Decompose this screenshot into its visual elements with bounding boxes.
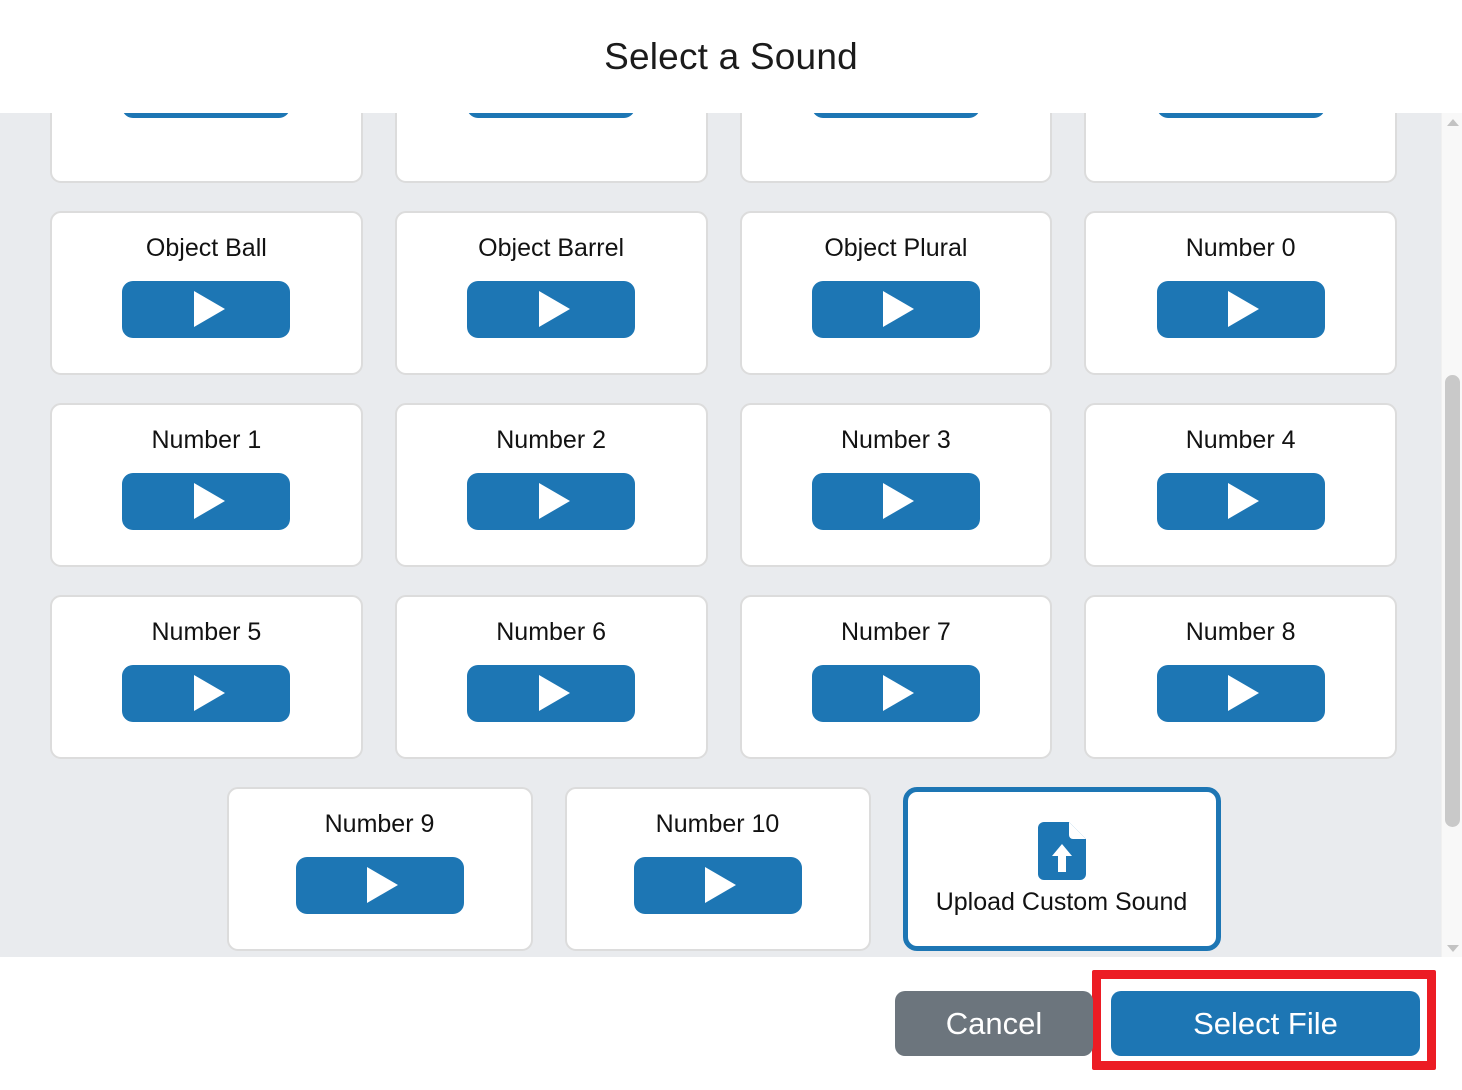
sound-card-label: Number 8	[1185, 618, 1296, 646]
play-icon	[538, 675, 570, 711]
play-button[interactable]	[467, 472, 636, 530]
play-icon	[193, 483, 225, 519]
dialog-footer: Cancel Select File	[0, 957, 1462, 1090]
sound-card[interactable]	[50, 113, 363, 183]
caret-up-icon	[1446, 118, 1459, 126]
sound-card-number-9[interactable]: Number 9	[226, 787, 533, 951]
scrollbar-thumb[interactable]	[1445, 375, 1460, 827]
sound-card-object-barrel[interactable]: Object Barrel	[394, 211, 708, 375]
upload-custom-sound-label: Upload Custom Sound	[935, 887, 1188, 916]
sound-card-label: Number 9	[324, 810, 435, 838]
sound-card[interactable]	[1084, 113, 1397, 183]
sound-row-last: Number 9 Number 10 Upload Custom S	[50, 787, 1397, 951]
scroll-up-button[interactable]	[1442, 113, 1462, 131]
play-button[interactable]	[1156, 113, 1325, 118]
sound-card-number-6[interactable]: Number 6	[394, 595, 708, 759]
play-icon	[538, 291, 570, 327]
play-button[interactable]	[811, 113, 980, 118]
sound-card-object-ball[interactable]: Object Ball	[50, 211, 363, 375]
play-icon	[193, 675, 225, 711]
sound-card-number-7[interactable]: Number 7	[739, 595, 1053, 759]
sound-card-label: Object Plural	[824, 234, 968, 262]
sound-card-label: Number 3	[840, 426, 951, 454]
sound-row: Number 1 Number 2 Number 3 Number 4	[50, 403, 1397, 567]
play-icon	[367, 867, 398, 903]
play-icon	[705, 867, 736, 903]
sound-card-label: Number 10	[655, 810, 780, 838]
sound-card[interactable]	[739, 113, 1053, 183]
sound-card-label: Object Barrel	[478, 234, 625, 262]
sound-row: Object Ball Object Barrel Object Plural …	[50, 211, 1397, 375]
upload-custom-sound-card[interactable]: Upload Custom Sound	[902, 787, 1221, 951]
sound-card-label: Number 5	[151, 618, 262, 646]
sound-card-number-10[interactable]: Number 10	[564, 787, 871, 951]
play-icon	[883, 291, 915, 327]
sound-card-number-0[interactable]: Number 0	[1084, 211, 1397, 375]
play-button[interactable]	[122, 472, 291, 530]
sound-card-label: Object Ball	[145, 234, 267, 262]
play-button[interactable]	[467, 113, 636, 118]
sound-grid: Object Ball Object Barrel Object Plural …	[0, 113, 1441, 957]
play-button[interactable]	[122, 113, 291, 118]
play-icon	[1228, 675, 1260, 711]
sound-card-number-3[interactable]: Number 3	[739, 403, 1053, 567]
file-upload-icon	[1037, 821, 1086, 880]
footer-button-group: Cancel Select File	[895, 991, 1420, 1056]
dialog-header: Select a Sound	[0, 0, 1462, 113]
play-button[interactable]	[122, 280, 291, 338]
sound-card-label: Number 7	[840, 618, 951, 646]
caret-down-icon	[1446, 944, 1459, 952]
play-button[interactable]	[295, 856, 464, 914]
play-icon	[193, 291, 225, 327]
sound-card-object-plural[interactable]: Object Plural	[739, 211, 1053, 375]
sound-list-scroll-area[interactable]: Object Ball Object Barrel Object Plural …	[0, 113, 1462, 957]
sound-card-label: Number 1	[151, 426, 262, 454]
play-button[interactable]	[1156, 280, 1325, 338]
play-button[interactable]	[811, 664, 980, 722]
sound-row: Number 5 Number 6 Number 7 Number 8	[50, 595, 1397, 759]
sound-card-number-8[interactable]: Number 8	[1084, 595, 1397, 759]
sound-card-number-1[interactable]: Number 1	[50, 403, 363, 567]
sound-card-label: Number 6	[496, 618, 606, 646]
play-button[interactable]	[1156, 472, 1325, 530]
sound-card-label: Number 0	[1185, 234, 1296, 262]
cancel-button[interactable]: Cancel	[895, 991, 1093, 1056]
page-title: Select a Sound	[604, 36, 858, 77]
sound-card-number-4[interactable]: Number 4	[1084, 403, 1397, 567]
scroll-down-button[interactable]	[1442, 939, 1462, 957]
play-icon	[883, 483, 915, 519]
play-icon	[883, 675, 915, 711]
play-icon	[1228, 291, 1260, 327]
sound-card-label: Number 2	[496, 426, 606, 454]
sound-card-number-5[interactable]: Number 5	[50, 595, 363, 759]
select-file-button[interactable]: Select File	[1111, 991, 1420, 1056]
play-icon	[1228, 483, 1260, 519]
play-icon	[538, 483, 570, 519]
vertical-scrollbar[interactable]	[1441, 113, 1462, 957]
sound-list-content: Object Ball Object Barrel Object Plural …	[0, 113, 1441, 957]
play-button[interactable]	[811, 472, 980, 530]
play-button[interactable]	[633, 856, 802, 914]
sound-row	[50, 113, 1397, 183]
play-button[interactable]	[811, 280, 980, 338]
sound-card-label: Number 4	[1185, 426, 1296, 454]
play-button[interactable]	[467, 280, 636, 338]
sound-card-number-2[interactable]: Number 2	[394, 403, 708, 567]
sound-card[interactable]	[394, 113, 708, 183]
play-button[interactable]	[122, 664, 291, 722]
play-button[interactable]	[467, 664, 636, 722]
play-button[interactable]	[1156, 664, 1325, 722]
